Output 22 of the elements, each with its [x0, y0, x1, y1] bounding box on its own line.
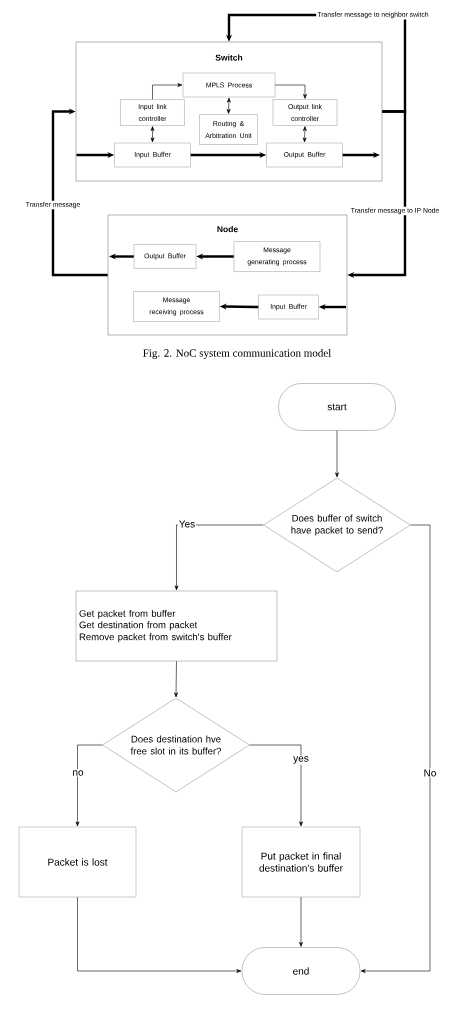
arrow	[51, 108, 108, 277]
arrow	[299, 896, 303, 947]
arrow	[226, 97, 231, 114]
figure-caption: Fig. 2. NoC system communication model	[143, 349, 332, 359]
edge-label: no	[71, 769, 85, 777]
arrow	[335, 430, 339, 478]
arrow	[274, 84, 307, 99]
arrow	[302, 126, 307, 143]
edge-label: yes	[292, 755, 310, 765]
process-box: Put packet in final destination's buffer	[241, 826, 361, 898]
arrow	[150, 126, 155, 143]
arrow	[249, 744, 303, 827]
edge-label: No	[422, 768, 438, 778]
arrow	[174, 660, 178, 698]
arrow	[152, 83, 183, 100]
arrow	[77, 896, 242, 973]
edge-label: Yes	[177, 519, 197, 529]
arrow	[360, 524, 431, 973]
process-box: Get packet from buffer Get destination from packet Remove packet from switch's buffer	[75, 590, 278, 662]
arrow	[174, 524, 264, 591]
arrow	[75, 744, 103, 827]
process-box: Packet is lost	[18, 826, 137, 898]
